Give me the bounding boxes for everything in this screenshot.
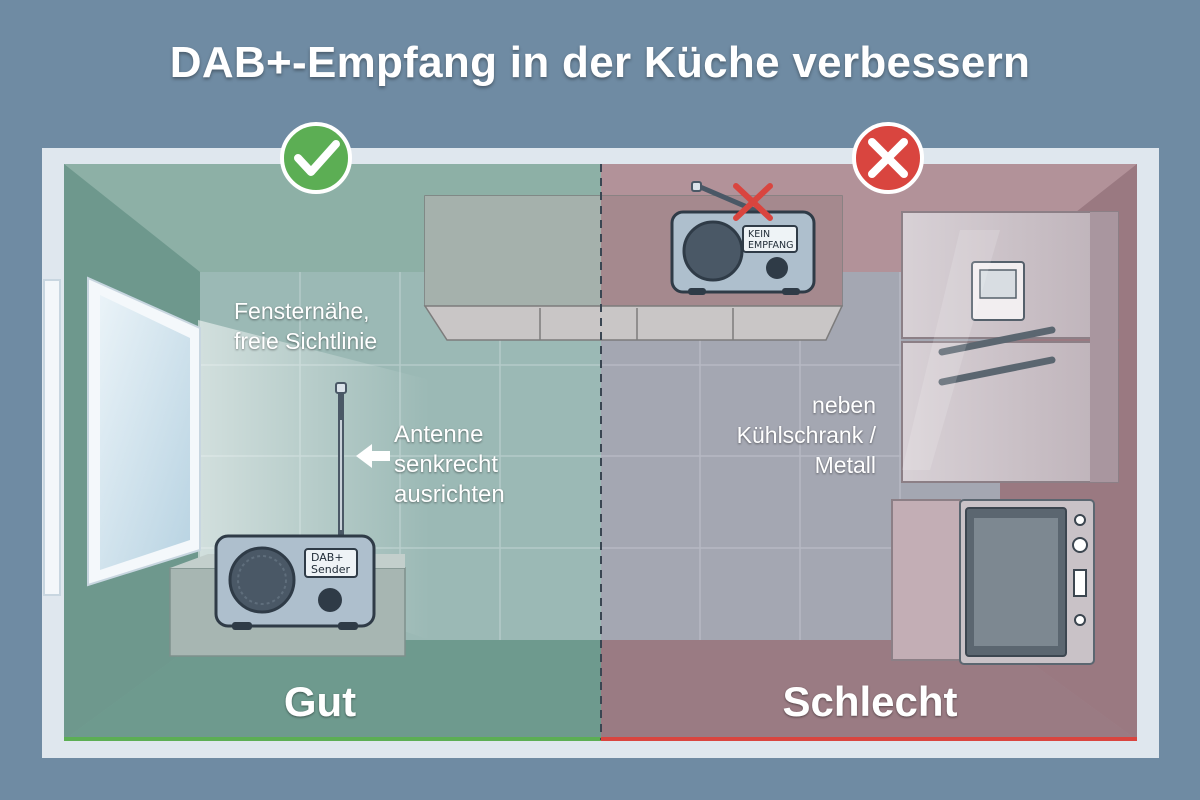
note-line: neben xyxy=(812,392,876,418)
window xyxy=(43,276,201,596)
fridge xyxy=(901,211,1119,483)
display-line2: Sender xyxy=(311,563,350,576)
speaker xyxy=(682,220,744,282)
tuning-knob xyxy=(766,257,788,279)
tuning-knob xyxy=(318,588,342,612)
note-line: Fensternähe, xyxy=(234,298,370,324)
good-badge xyxy=(280,122,352,194)
oven-dial xyxy=(1072,537,1088,553)
oven xyxy=(891,499,1095,665)
bad-badge xyxy=(852,122,924,194)
cross-icon xyxy=(868,138,908,178)
good-accent-line xyxy=(64,737,601,741)
page-title: DAB+-Empfang in der Küche verbessern xyxy=(169,38,1031,87)
speaker xyxy=(228,546,296,614)
note-line: Metall xyxy=(814,452,876,478)
no-signal-cross-icon xyxy=(733,183,773,221)
dab-radio-bad: KEIN EMPFANG xyxy=(670,181,816,295)
good-room: DAB+ Sender xyxy=(43,164,601,741)
radio-display xyxy=(304,548,358,578)
dab-radio-good: DAB+ Sender xyxy=(214,382,376,630)
bad-accent-line xyxy=(601,737,1137,741)
display-line2: EMPFANG xyxy=(748,240,794,251)
fridge-handle-bottom xyxy=(938,356,1056,386)
bad-label: Schlecht xyxy=(782,678,958,725)
antenna-note: Antenne senkrecht ausrichten xyxy=(394,420,505,510)
note-line: freie Sichtlinie xyxy=(234,328,378,354)
display-line1: DAB+ xyxy=(311,551,344,564)
check-icon xyxy=(294,140,340,176)
note-line: ausrichten xyxy=(394,481,505,508)
radio-display xyxy=(742,225,798,253)
bad-placement-note: neben Kühlschrank / Metall xyxy=(660,390,876,480)
note-line: senkrecht xyxy=(394,451,499,478)
fridge-handle-top xyxy=(938,326,1056,356)
arrow-left-icon xyxy=(356,444,390,468)
note-line: Kühlschrank / xyxy=(736,422,876,448)
good-placement-note: Fensternähe, freie Sichtlinie xyxy=(234,296,377,356)
note-line: Antenne xyxy=(394,421,484,448)
display-line1: KEIN xyxy=(748,229,770,240)
good-label: Gut xyxy=(283,678,357,725)
